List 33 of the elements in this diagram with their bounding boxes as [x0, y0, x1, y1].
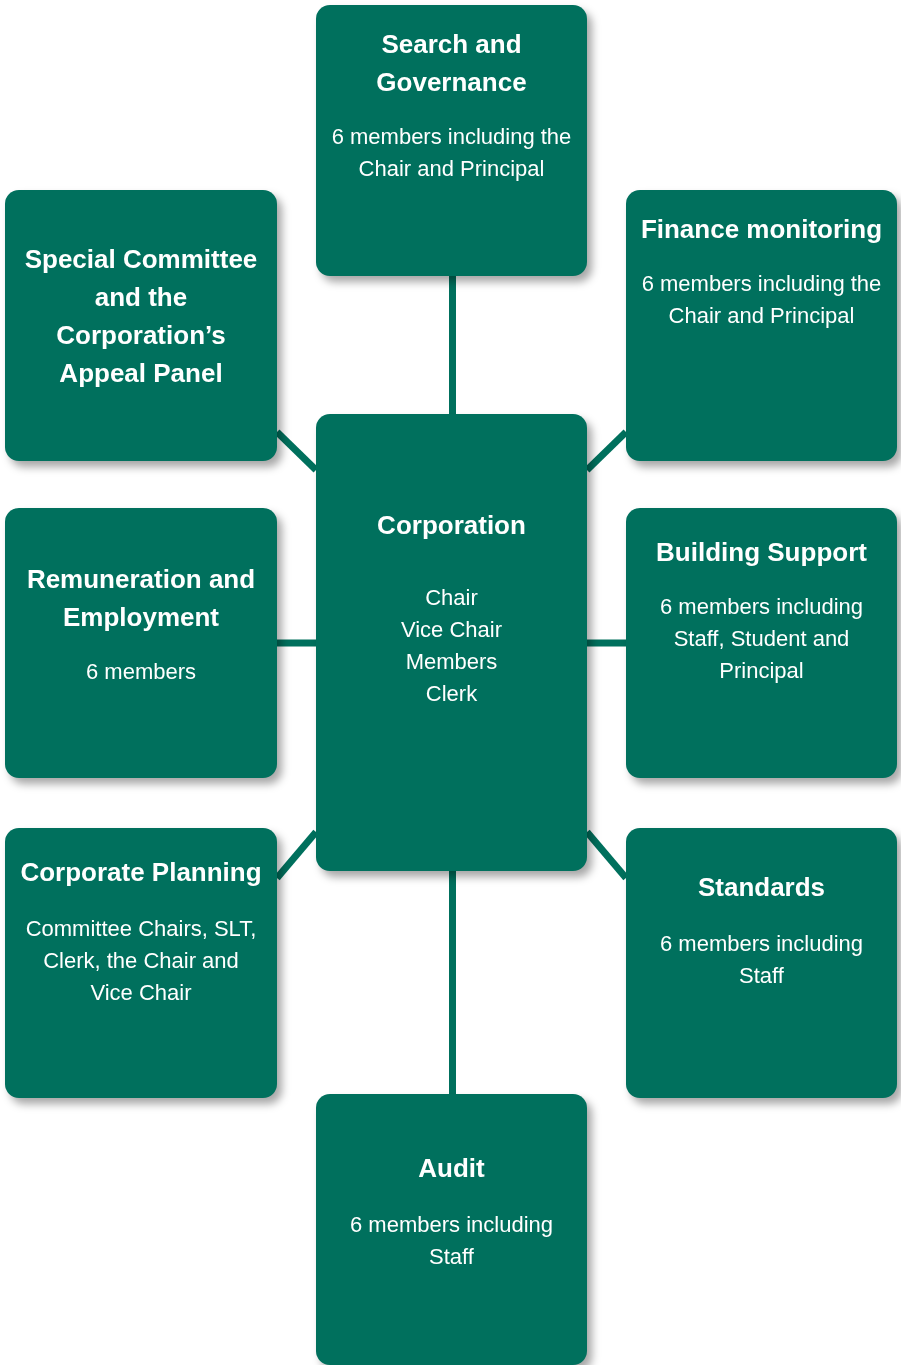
connector-line: [587, 639, 626, 647]
committee-box: [316, 5, 587, 276]
connector-line: [449, 871, 456, 1094]
committee-members: 6 members including Staff: [349, 1211, 554, 1271]
committee-members: 6 members including the Chair and Principal: [330, 123, 573, 183]
committee-title: Corporation: [376, 509, 527, 542]
committee-box: [626, 190, 897, 461]
committee-members: 6 members including Staff: [659, 930, 864, 990]
committee-title: Standards: [696, 871, 827, 904]
connector-line: [277, 639, 316, 647]
committee-box: [316, 414, 587, 871]
committee-box: [316, 1094, 587, 1365]
committee-box: [626, 828, 897, 1098]
committee-title: Corporate Planning: [19, 856, 263, 889]
committee-members: Chair: [424, 584, 479, 612]
committee-box: [5, 508, 277, 778]
committee-members: Vice Chair: [399, 616, 504, 644]
committee-members: Committee Chairs, SLT, Clerk, the Chair and Vice Chair: [24, 915, 258, 1007]
committee-members: 6 members including Staff, Student and Principal: [659, 593, 864, 685]
committee-title: Building Support: [655, 536, 868, 569]
connector-line: [449, 276, 456, 414]
committee-members: 6 members including the Chair and Principal: [640, 270, 883, 330]
committee-members: 6 members: [84, 658, 197, 686]
committee-members: Members: [404, 648, 499, 676]
committee-box: [5, 828, 277, 1098]
committee-box: [5, 190, 277, 461]
committee-title: Remuneration and Employment: [25, 563, 257, 634]
committee-title: Audit: [417, 1152, 486, 1185]
committee-box: [626, 508, 897, 778]
committee-title: Special Committee and the Corporation’s Appeal Panel: [23, 243, 259, 390]
committee-members: Clerk: [424, 680, 479, 708]
committee-title: Finance monitoring: [640, 213, 883, 246]
committee-title: Search and Governance: [375, 28, 528, 99]
